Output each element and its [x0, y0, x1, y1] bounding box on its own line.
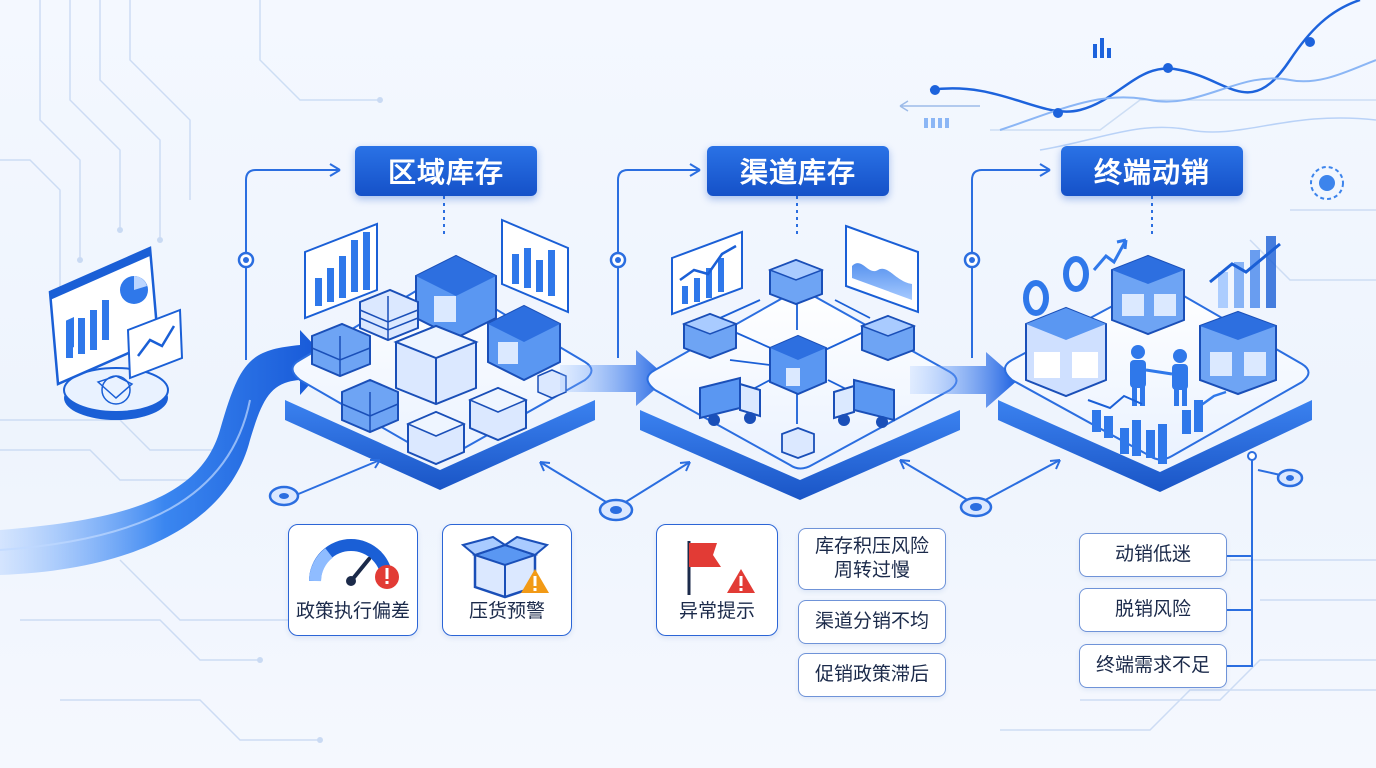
main-flow-arrow [0, 330, 330, 575]
flag-alert-icon [687, 541, 755, 595]
large-box-icon [393, 324, 479, 406]
box-icon [859, 314, 917, 362]
policy-deviation-card: 政策执行偏差 [288, 524, 418, 636]
risk-tag-overstock: 库存积压风险 周转过慢 [798, 528, 946, 590]
trend-wave-decoration [929, 0, 1376, 151]
risk-tag-uneven-distribution: 渠道分销不均 [798, 600, 946, 644]
risk-tag-slow-sales: 动销低迷 [1079, 533, 1227, 577]
small-box-icon [781, 427, 815, 459]
flow-arrow [560, 350, 668, 406]
storefront-icon [1025, 306, 1107, 398]
area-chart-panel-icon [845, 224, 919, 314]
bar-mini-icon [1093, 38, 1111, 58]
anomaly-alert-card: 异常提示 [656, 524, 778, 636]
stripes-icon [924, 118, 949, 128]
growth-bars-icon [1209, 236, 1281, 308]
box-icon [406, 410, 466, 466]
gauge-alert-icon [309, 539, 399, 589]
card-label: 异常提示 [678, 600, 755, 622]
uptrend-arrow-icon [1092, 239, 1128, 271]
distribution-hub-icon [769, 334, 827, 396]
risk-tag-line: 库存积压风险 [814, 535, 929, 558]
bar-cluster-icon [1092, 400, 1203, 464]
bottom-nodes [268, 451, 1304, 522]
risk-tag-promotion-lag: 促销政策滞后 [798, 653, 946, 697]
box-icon [681, 312, 739, 360]
stage-title-terminal: 终端动销 [1061, 146, 1243, 196]
card-label: 压货预警 [468, 600, 545, 622]
risk-tag-weak-demand: 终端需求不足 [1079, 644, 1227, 688]
card-label: 政策执行偏差 [295, 600, 410, 622]
bar-chart-panel-icon [304, 222, 378, 320]
delivery-truck-icon [833, 378, 895, 428]
stage-title-channel: 渠道库存 [707, 146, 889, 196]
overstock-warning-card: 压货预警 [442, 524, 572, 636]
gear-icon [1310, 166, 1344, 200]
box-alert-icon [460, 535, 550, 599]
risk-tag-stockout: 脱销风险 [1079, 588, 1227, 632]
line-chart-panel-icon [671, 230, 743, 316]
delivery-truck-icon [699, 376, 761, 426]
people-handshake-icon [1130, 345, 1188, 406]
flow-arrow [910, 352, 1018, 408]
pallet-boxes-icon [311, 322, 371, 378]
title-connectors [245, 163, 1051, 360]
storefront-icon [1111, 254, 1185, 336]
pallet-boxes-icon [359, 288, 419, 342]
analytics-device-icon [48, 246, 184, 420]
circuit-background [0, 0, 1376, 741]
box-icon [468, 386, 528, 442]
stage-title-region: 区域库存 [355, 146, 537, 196]
risk-tag-line: 周转过慢 [833, 559, 910, 581]
storefront-icon [1199, 310, 1277, 396]
title-dotted-links [443, 196, 1153, 236]
box-icon [767, 258, 825, 306]
bar-chart-panel-icon [501, 218, 569, 314]
warehouse-icon [415, 254, 497, 340]
ring-icon [1023, 256, 1089, 316]
bottom-connectors [295, 456, 1286, 668]
warehouse-icon [487, 304, 561, 382]
pallet-boxes-icon [341, 378, 399, 434]
